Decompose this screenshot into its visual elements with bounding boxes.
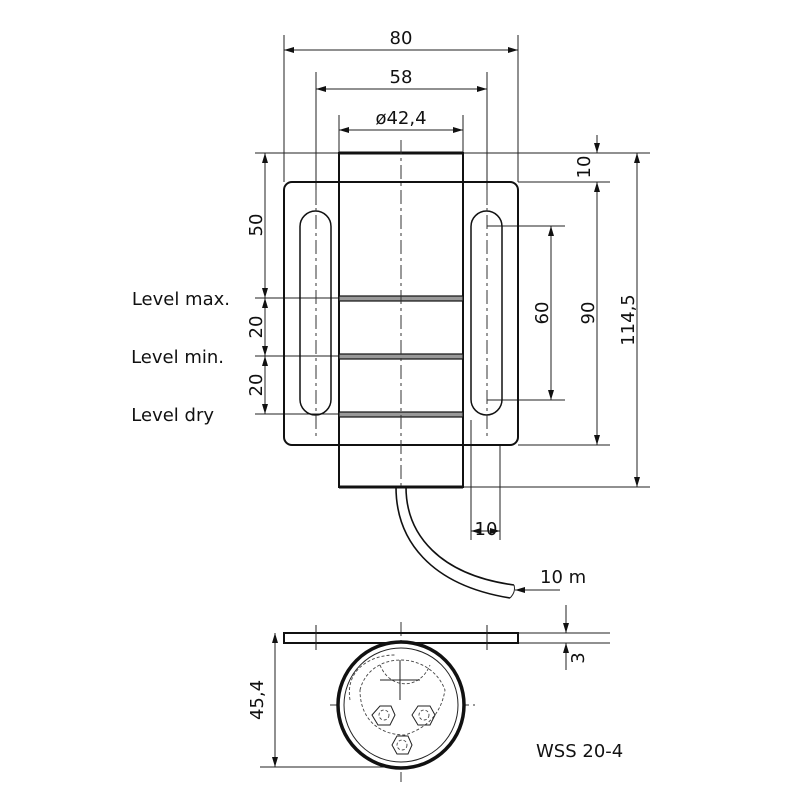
dim-diameter: ø42,4 xyxy=(375,108,426,129)
hex-nut xyxy=(411,705,436,726)
dim-10-top: 10 xyxy=(574,156,595,179)
dim-10-slot: 10 xyxy=(475,519,498,540)
dim-50: 50 xyxy=(246,214,267,237)
dim-90: 90 xyxy=(578,302,599,325)
dim-45-4: 45,4 xyxy=(247,680,268,720)
hex-nut xyxy=(391,735,413,755)
dim-3: 3 xyxy=(568,652,589,663)
dim-80: 80 xyxy=(390,28,413,49)
model-title: WSS 20-4 xyxy=(536,741,623,762)
dim-60: 60 xyxy=(532,302,553,325)
dim-20-lower: 20 xyxy=(246,374,267,397)
label-level-min: Level min. xyxy=(131,347,224,368)
dimension-lines xyxy=(262,47,640,767)
label-level-dry: Level dry xyxy=(131,405,214,426)
extension-lines xyxy=(255,35,650,768)
dim-58: 58 xyxy=(390,67,413,88)
cable-length: 10 m xyxy=(540,567,586,588)
hex-nut xyxy=(371,705,396,726)
sensor-bottom-view xyxy=(336,640,466,770)
dim-20-upper: 20 xyxy=(246,316,267,339)
cable xyxy=(395,486,515,599)
dim-114-5: 114,5 xyxy=(618,294,639,346)
label-level-max: Level max. xyxy=(132,289,230,310)
internal-components xyxy=(348,654,446,755)
